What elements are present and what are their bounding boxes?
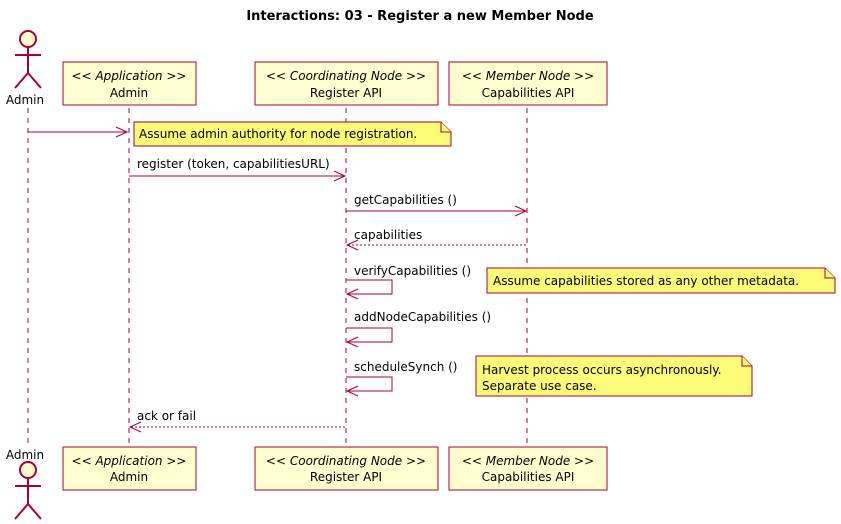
note-shape bbox=[486, 267, 836, 294]
actor-head bbox=[19, 30, 37, 48]
participant-admin-app-bottom: << Application >> Admin bbox=[62, 446, 197, 491]
message-label: addNodeCapabilities () bbox=[354, 310, 491, 324]
message-verify-capabilities: verifyCapabilities () bbox=[345, 264, 471, 300]
note-fold bbox=[824, 268, 835, 279]
participant-stereotype: << Application >> bbox=[72, 454, 187, 468]
message-label: scheduleSynch () bbox=[354, 360, 457, 374]
participant-stereotype: << Coordinating Node >> bbox=[266, 69, 426, 83]
diagram-title: Interactions: 03 - Register a new Member… bbox=[246, 9, 594, 24]
participant-label: Register API bbox=[310, 470, 382, 484]
participant-label: Capabilities API bbox=[482, 86, 575, 100]
message-arrowhead bbox=[345, 239, 359, 251]
note-shape bbox=[133, 121, 452, 147]
message-arrowhead bbox=[333, 170, 347, 182]
participant-stereotype: << Member Node >> bbox=[462, 69, 594, 83]
participant-box bbox=[448, 446, 608, 491]
message-schedule-synch: scheduleSynch () bbox=[345, 360, 457, 397]
actor-legs bbox=[14, 71, 42, 89]
participant-box bbox=[254, 446, 439, 491]
message-capabilities-return: capabilities bbox=[345, 228, 527, 251]
message-label: getCapabilities () bbox=[354, 193, 457, 207]
actor-legs bbox=[14, 502, 42, 520]
participant-label: Register API bbox=[310, 86, 382, 100]
participant-capabilities-api-top: << Member Node >> Capabilities API bbox=[448, 61, 608, 106]
actor-label: Admin bbox=[6, 448, 44, 462]
note-admin-authority: Assume admin authority for node registra… bbox=[133, 121, 452, 147]
note-text: Assume capabilities stored as any other … bbox=[493, 274, 799, 288]
note-fold bbox=[440, 122, 451, 133]
message-get-capabilities: getCapabilities () bbox=[346, 193, 528, 217]
participant-stereotype: << Application >> bbox=[72, 69, 187, 83]
message-self-loop bbox=[346, 327, 393, 343]
actor-admin-top: Admin bbox=[6, 30, 44, 107]
participant-box bbox=[448, 61, 608, 106]
note-fold bbox=[741, 356, 752, 367]
participant-box bbox=[62, 446, 197, 491]
message-label: ack or fail bbox=[137, 409, 196, 423]
actor-admin-bottom: Admin bbox=[6, 448, 44, 520]
message-add-node-capabilities: addNodeCapabilities () bbox=[345, 310, 491, 348]
message-arrowhead bbox=[345, 288, 359, 300]
message-self-loop bbox=[346, 279, 393, 295]
message-arrowhead bbox=[345, 336, 359, 348]
note-harvest-process: Harvest process occurs asynchronously. S… bbox=[475, 355, 753, 397]
message-label: register (token, capabilitiesURL) bbox=[137, 157, 330, 171]
note-shape bbox=[475, 355, 753, 397]
message-register: register (token, capabilitiesURL) bbox=[129, 157, 347, 182]
participant-stereotype: << Coordinating Node >> bbox=[266, 454, 426, 468]
participant-capabilities-api-bottom: << Member Node >> Capabilities API bbox=[448, 446, 608, 491]
participant-stereotype: << Member Node >> bbox=[462, 454, 594, 468]
message-label: capabilities bbox=[354, 228, 422, 242]
message-arrowhead bbox=[128, 421, 142, 433]
participant-label: Capabilities API bbox=[482, 470, 575, 484]
actor-label: Admin bbox=[6, 93, 44, 107]
message-self-loop bbox=[346, 376, 393, 392]
message-arrowhead bbox=[345, 385, 359, 397]
participant-box bbox=[62, 61, 197, 106]
note-text-line-2: Separate use case. bbox=[482, 379, 597, 393]
message-ack-or-fail: ack or fail bbox=[128, 409, 346, 433]
participant-label: Admin bbox=[110, 470, 148, 484]
note-capabilities-stored: Assume capabilities stored as any other … bbox=[486, 267, 836, 294]
participant-label: Admin bbox=[110, 86, 148, 100]
note-text: Assume admin authority for node registra… bbox=[139, 127, 417, 141]
participant-admin-app-top: << Application >> Admin bbox=[62, 61, 197, 106]
participant-register-api-top: << Coordinating Node >> Register API bbox=[254, 61, 439, 106]
actor-head bbox=[19, 461, 37, 479]
participant-box bbox=[254, 61, 439, 106]
message-label: verifyCapabilities () bbox=[354, 264, 471, 278]
message-arrowhead bbox=[514, 205, 528, 217]
message-admin-to-app bbox=[28, 126, 129, 138]
participant-register-api-bottom: << Coordinating Node >> Register API bbox=[254, 446, 439, 491]
note-text-line-1: Harvest process occurs asynchronously. bbox=[482, 363, 722, 377]
message-arrowhead bbox=[115, 126, 129, 138]
